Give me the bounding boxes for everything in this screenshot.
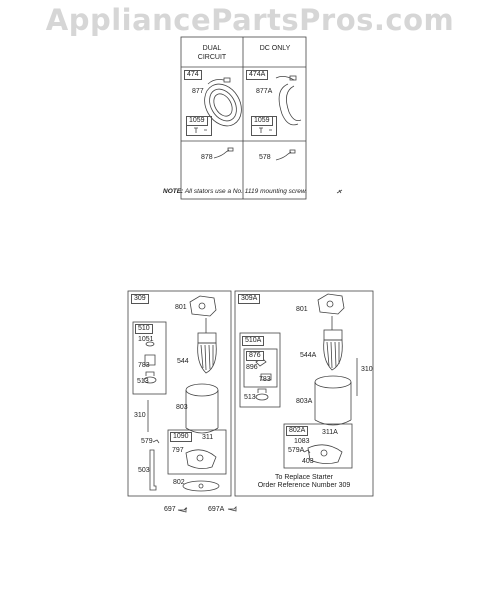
tag-876: 876	[246, 351, 264, 361]
tag-1059-dc: 1059	[251, 116, 273, 126]
tag-1090: 1090	[170, 432, 192, 442]
label-311: 311	[202, 434, 214, 441]
label-1083: 1083	[294, 438, 310, 445]
tag-510: 510	[135, 324, 153, 334]
tag-1059-dual: 1059	[186, 116, 208, 126]
part-783-icon	[144, 354, 156, 366]
tag-309A: 309A	[238, 294, 261, 304]
stator-table-frame	[180, 36, 307, 200]
note-text: All stators use a No. 1119 mounting scre…	[184, 188, 308, 195]
label-797: 797	[172, 447, 184, 454]
label-513A: 513	[244, 394, 256, 401]
endcap-801-icon	[189, 295, 217, 317]
armature-544A-icon	[323, 316, 343, 371]
watermark: AppliancePartsPros.com	[45, 3, 455, 37]
col-dual-circuit-header: DUAL CIRCUIT	[197, 45, 227, 61]
label-578: 578	[259, 154, 271, 161]
endcap-802-icon	[182, 480, 220, 492]
tag-510A: 510A	[242, 336, 265, 346]
label-579A: 579A	[288, 447, 305, 454]
label-311A: 311A	[322, 429, 338, 436]
tag-802A: 802A	[286, 426, 309, 436]
bracket-503-icon	[149, 449, 157, 491]
label-783A: 783	[259, 376, 271, 383]
brush-311A-icon	[307, 444, 343, 464]
screw-697-icon	[177, 507, 188, 513]
screw-697A-icon	[227, 506, 237, 512]
starter-309-frame	[127, 290, 232, 497]
tag-309: 309	[131, 294, 149, 304]
label-403: 403	[302, 458, 314, 465]
label-503: 503	[138, 467, 150, 474]
housing-803A-icon	[314, 375, 352, 426]
label-544A: 544A	[300, 352, 317, 359]
label-878: 878	[201, 154, 213, 161]
note-prefix: NOTE:	[163, 188, 184, 195]
label-513: 513	[137, 378, 149, 385]
label-783: 783	[138, 362, 150, 369]
label-803A: 803A	[296, 398, 313, 405]
label-310: 310	[134, 412, 146, 419]
label-579: 579	[141, 438, 153, 445]
label-697: 697	[164, 506, 176, 513]
endcap-801A-icon	[317, 293, 345, 315]
replace-note-line1: To Replace Starter	[275, 474, 333, 481]
lead-dc-icon	[275, 151, 292, 161]
label-896: 896	[246, 364, 258, 371]
label-877A: 877A	[256, 88, 273, 95]
tag-474A: 474A	[246, 70, 269, 80]
part-783A-icon	[260, 373, 272, 381]
label-802: 802	[173, 479, 185, 486]
stator-dc-icon	[275, 75, 302, 126]
stator-note: NOTE: All stators use a No. 1119 mountin…	[163, 188, 307, 195]
stator-dual-icon	[204, 77, 242, 127]
label-1051: 1051	[138, 336, 154, 343]
label-310A: 310	[361, 366, 373, 373]
lead-dual-icon	[213, 149, 230, 159]
armature-544-icon	[197, 318, 217, 374]
label-801A: 801	[296, 306, 308, 313]
housing-803-icon	[185, 383, 219, 434]
label-877: 877	[192, 88, 204, 95]
label-803: 803	[176, 404, 188, 411]
brush-311-icon	[185, 449, 217, 469]
col-dc-only-header: DC ONLY	[259, 45, 291, 52]
replace-note-line2: Order Reference Number 309	[257, 482, 351, 489]
label-801: 801	[175, 304, 187, 311]
tag-474: 474	[184, 70, 202, 80]
label-544: 544	[177, 358, 189, 365]
starter-309A-frame	[234, 290, 374, 497]
label-697A: 697A	[208, 506, 225, 513]
